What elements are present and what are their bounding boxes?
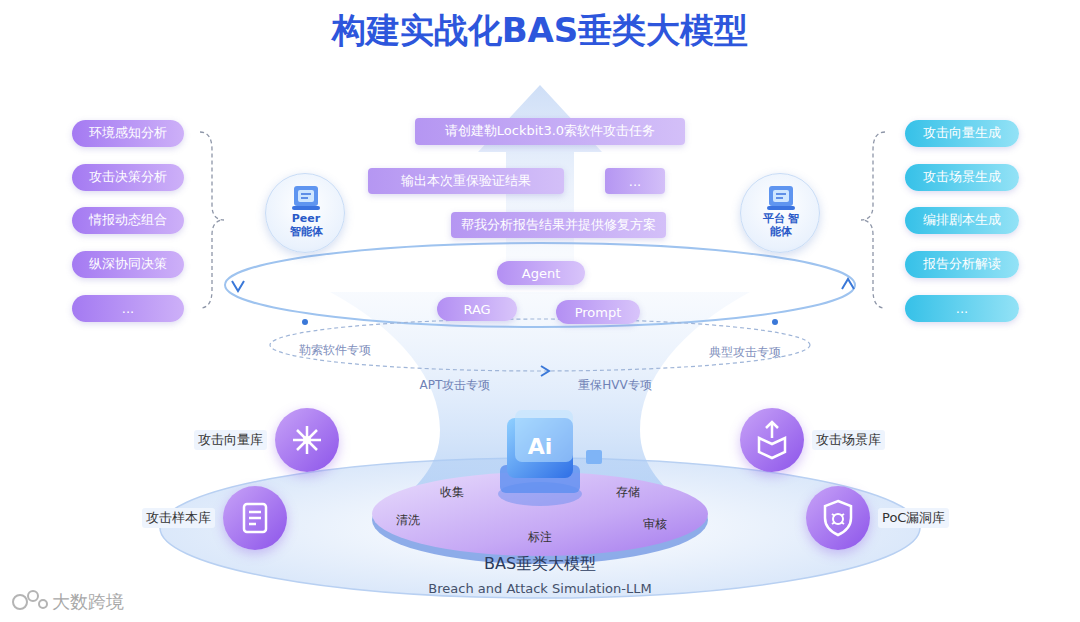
- base-ellipse: [160, 458, 920, 598]
- label-text: 重保HVV专项: [578, 377, 651, 394]
- option-pill: 请创建勒Lockbit3.0索软件攻击任务: [415, 118, 685, 145]
- option-pill: 环境感知分析: [72, 120, 184, 147]
- ring-arrow: [232, 281, 244, 291]
- label-text: 清洗: [396, 512, 420, 529]
- agent-label: 平台 智能体: [760, 212, 802, 238]
- library-circle: 攻击向量库: [275, 408, 339, 472]
- library-label: 攻击样本库: [142, 508, 215, 528]
- library-icon: [275, 408, 339, 476]
- option-pill: Prompt: [556, 300, 640, 324]
- agent-label: Peer 智能体: [285, 212, 327, 238]
- pill-text: 帮我分析报告结果并提供修复方案: [461, 216, 656, 234]
- ai-icon: [498, 410, 602, 506]
- pill-text: RAG: [463, 302, 490, 317]
- pill-text: 攻击决策分析: [89, 168, 167, 186]
- pill-text: 报告分析解读: [923, 255, 1001, 273]
- library-icon: [740, 408, 804, 476]
- label-text: 勒索软件专项: [299, 342, 371, 359]
- option-pill: 报告分析解读: [905, 251, 1019, 278]
- pill-text: 请创建勒Lockbit3.0索软件攻击任务: [445, 122, 655, 140]
- agent-circle: Peer 智能体: [265, 173, 345, 253]
- label-text: Ai: [528, 434, 553, 459]
- option-pill: 输出本次重保验证结果: [368, 168, 564, 194]
- funnel: [330, 292, 750, 515]
- pill-text: 攻击场景生成: [923, 168, 1001, 186]
- pill-text: ...: [956, 301, 968, 316]
- library-label: 攻击向量库: [194, 430, 267, 450]
- bracket: [200, 132, 224, 308]
- label-text: 典型攻击专项: [709, 344, 781, 361]
- library-circle: PoC漏洞库: [806, 486, 870, 550]
- library-label: PoC漏洞库: [878, 508, 949, 528]
- pill-text: 环境感知分析: [89, 124, 167, 142]
- option-pill: 攻击决策分析: [72, 164, 184, 191]
- agent-circle: 平台 智能体: [740, 173, 820, 253]
- label-text: BAS垂类大模型: [484, 554, 596, 575]
- option-pill: ...: [605, 168, 665, 194]
- pill-text: 纵深协同决策: [89, 255, 167, 273]
- agent-icon: [761, 180, 801, 216]
- option-pill: 情报动态组合: [72, 207, 184, 234]
- library-circle: 攻击样本库: [223, 486, 287, 550]
- pill-text: 输出本次重保验证结果: [401, 172, 531, 190]
- library-icon: [223, 486, 287, 554]
- option-pill: 帮我分析报告结果并提供修复方案: [451, 212, 666, 238]
- pill-text: 情报动态组合: [89, 211, 167, 229]
- library-icon-svg: [223, 486, 287, 550]
- label-text: 存储: [616, 484, 640, 501]
- ring-dot: [772, 319, 778, 325]
- option-pill: Agent: [497, 261, 585, 285]
- agent-icon-svg: [286, 180, 326, 212]
- option-pill: 攻击场景生成: [905, 164, 1019, 191]
- ring-arrow: [842, 279, 854, 289]
- agent-icon: [286, 180, 326, 216]
- pill-text: 编排剧本生成: [923, 211, 1001, 229]
- topic-ring: [270, 319, 810, 371]
- label-text: 审核: [643, 516, 667, 533]
- library-icon-svg: [275, 408, 339, 472]
- option-pill: ...: [905, 295, 1019, 322]
- label-text: 收集: [440, 484, 464, 501]
- agent-ring: [225, 243, 855, 327]
- watermark: 大数跨境: [52, 590, 124, 614]
- library-icon-svg: [740, 408, 804, 472]
- label-text: 标注: [528, 529, 552, 546]
- library-label: 攻击场景库: [812, 430, 885, 450]
- pill-text: ...: [629, 174, 641, 189]
- option-pill: RAG: [437, 297, 517, 321]
- pill-text: Prompt: [575, 305, 622, 320]
- ring-arrow: [541, 366, 549, 376]
- title: 构建实战化BAS垂类大模型: [332, 8, 749, 54]
- library-circle: 攻击场景库: [740, 408, 804, 472]
- library-icon-svg: [806, 486, 870, 550]
- ring-dot: [302, 319, 308, 325]
- option-pill: 攻击向量生成: [905, 120, 1019, 147]
- library-icon: [806, 486, 870, 554]
- option-pill: ...: [72, 295, 184, 322]
- label-text: APT攻击专项: [420, 377, 491, 394]
- pill-text: Agent: [522, 266, 560, 281]
- pill-text: ...: [122, 301, 134, 316]
- label-text: Breach and Attack Simulation-LLM: [428, 581, 651, 596]
- agent-icon-svg: [761, 180, 801, 212]
- bracket: [861, 132, 885, 308]
- option-pill: 纵深协同决策: [72, 251, 184, 278]
- pill-text: 攻击向量生成: [923, 124, 1001, 142]
- watermark-icon: [13, 591, 47, 609]
- option-pill: 编排剧本生成: [905, 207, 1019, 234]
